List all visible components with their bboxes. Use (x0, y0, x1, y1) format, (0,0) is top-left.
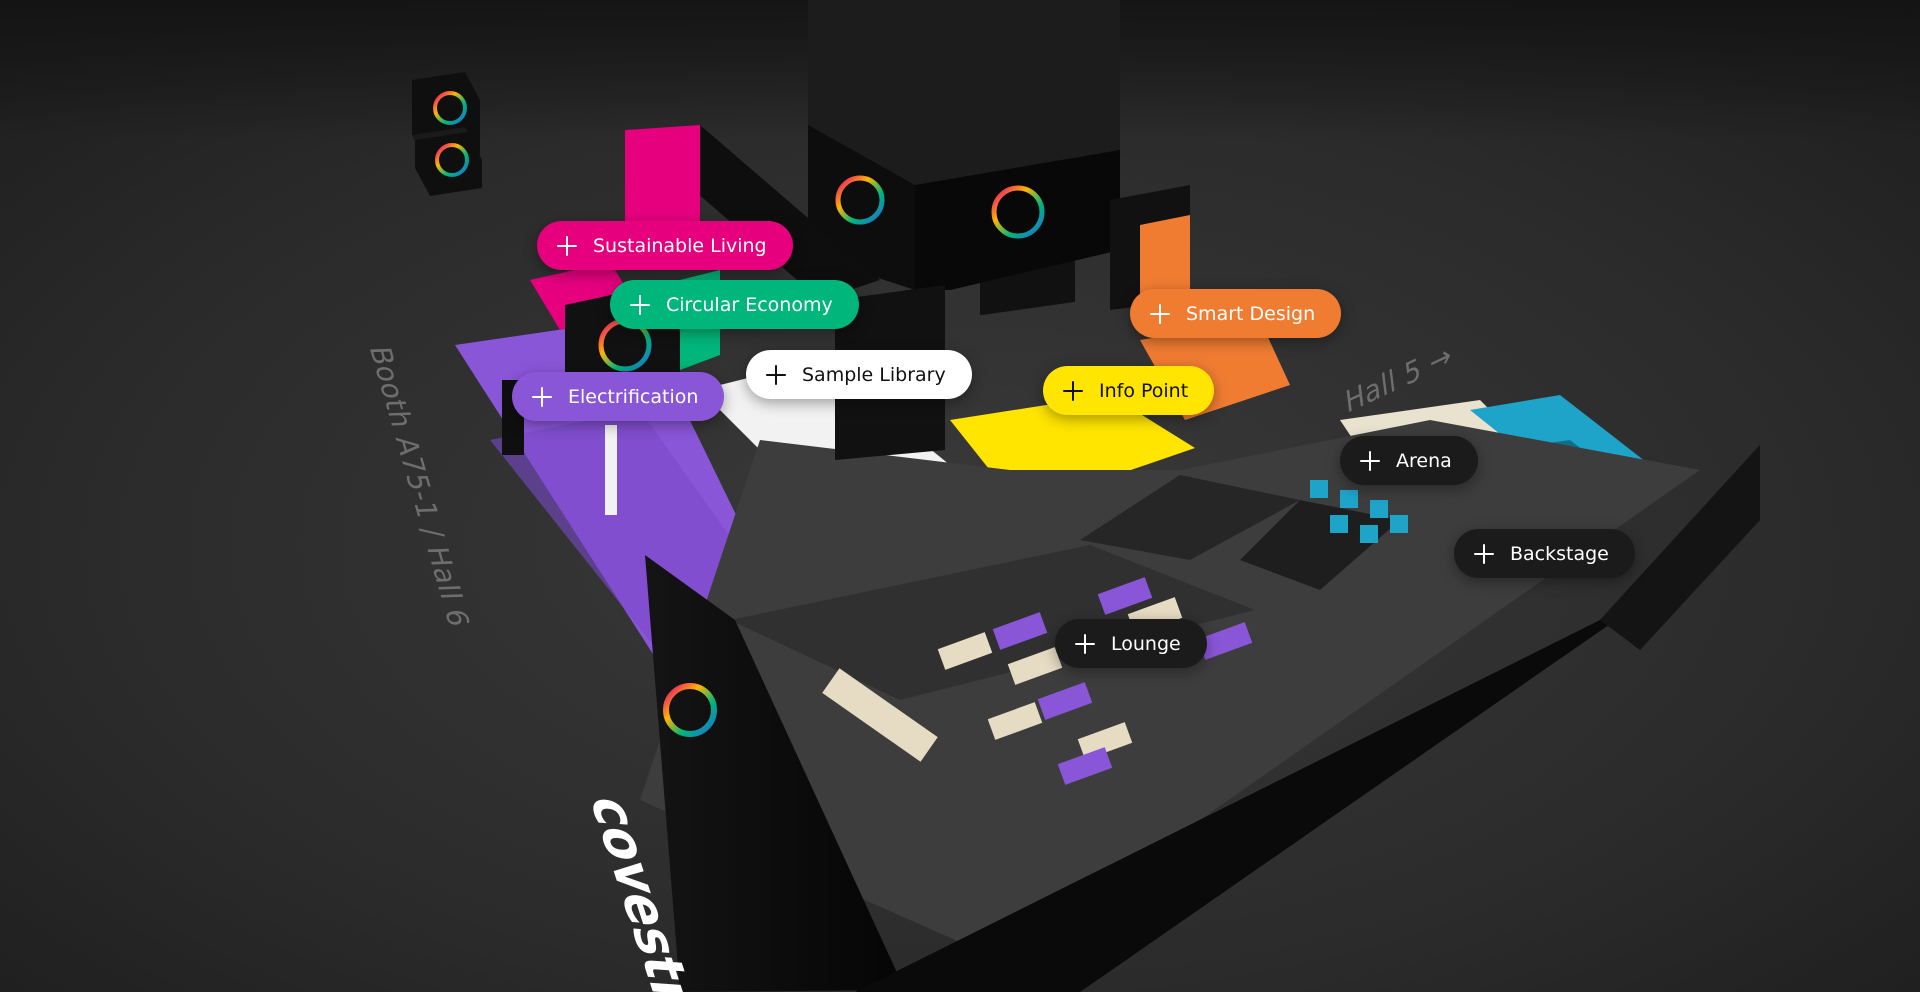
plus-icon (557, 235, 577, 256)
hotspot-label: Circular Economy (666, 293, 833, 316)
hotspot-sustainable-living[interactable]: Sustainable Living (537, 221, 793, 270)
hotspot-circular-economy[interactable]: Circular Economy (610, 280, 859, 329)
plus-icon (766, 364, 786, 385)
plus-icon (630, 294, 650, 315)
plus-icon (1063, 380, 1083, 401)
front-wall (645, 555, 905, 992)
hotspot-label: Info Point (1099, 379, 1189, 402)
hotspot-backstage[interactable]: Backstage (1454, 529, 1635, 578)
plus-icon (1360, 450, 1380, 471)
hotspot-info-point[interactable]: Info Point (1043, 366, 1215, 415)
hotspot-smart-design[interactable]: Smart Design (1130, 289, 1342, 338)
hotspot-label: Sustainable Living (593, 234, 767, 257)
hotspot-lounge[interactable]: Lounge (1055, 619, 1207, 668)
hotspot-sample-library[interactable]: Sample Library (746, 350, 972, 399)
hotspot-arena[interactable]: Arena (1340, 436, 1478, 485)
plus-icon (1150, 303, 1170, 324)
hotspot-label: Arena (1396, 449, 1452, 472)
hotspot-label: Backstage (1510, 542, 1609, 565)
hotspot-label: Sample Library (802, 363, 946, 386)
floating-cubes (412, 72, 482, 196)
hotspot-label: Smart Design (1186, 302, 1316, 325)
plus-icon (1075, 633, 1095, 654)
hotspot-electrification[interactable]: Electrification (512, 372, 725, 421)
plus-icon (532, 386, 552, 407)
hotspot-label: Lounge (1111, 632, 1181, 655)
plus-icon (1474, 543, 1494, 564)
arena-seats (1310, 480, 1408, 543)
hotspot-label: Electrification (568, 385, 699, 408)
covestro-logo-icon (663, 683, 717, 737)
